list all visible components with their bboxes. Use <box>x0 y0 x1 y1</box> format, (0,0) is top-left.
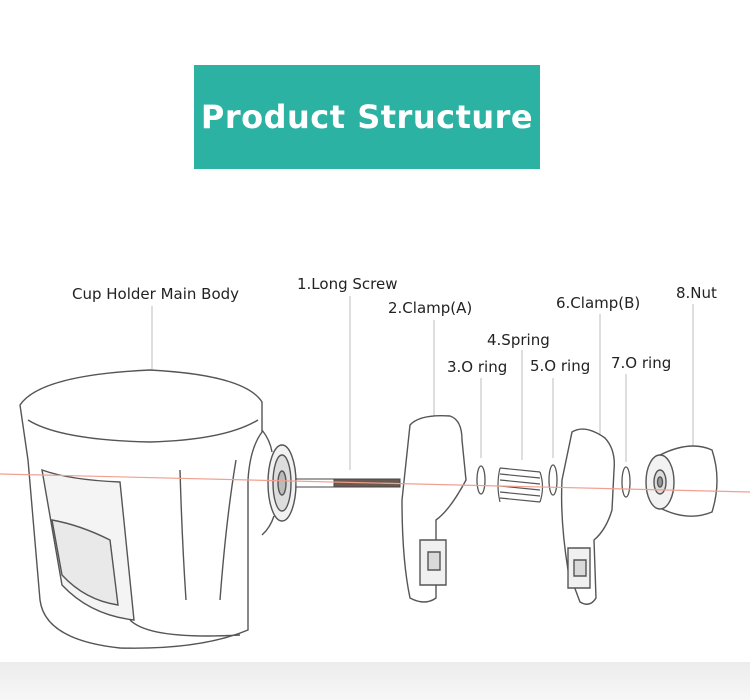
label-o-ring-5: 5.O ring <box>530 357 591 375</box>
label-o-ring-3: 3.O ring <box>447 358 508 376</box>
label-o-ring-7: 7.O ring <box>611 354 672 372</box>
cup-holder-main-body <box>19 369 297 649</box>
label-nut: 8.Nut <box>676 284 717 302</box>
spring <box>497 467 544 503</box>
clamp-a <box>401 415 467 603</box>
o-ring-7 <box>621 466 631 498</box>
clamp-b <box>560 428 615 605</box>
assembly-axis-line <box>0 473 750 493</box>
nut <box>645 445 718 517</box>
title-banner: Product Structure <box>194 65 540 169</box>
label-clamp-b: 6.Clamp(B) <box>556 294 641 312</box>
label-clamp-a: 2.Clamp(A) <box>388 299 473 317</box>
o-ring-5 <box>548 464 558 496</box>
label-main-body: Cup Holder Main Body <box>72 285 240 303</box>
page-title: Product Structure <box>200 98 534 136</box>
o-ring-3 <box>476 465 486 495</box>
floor-shadow <box>0 662 750 700</box>
label-spring: 4.Spring <box>487 331 550 349</box>
label-long-screw: 1.Long Screw <box>297 275 398 293</box>
